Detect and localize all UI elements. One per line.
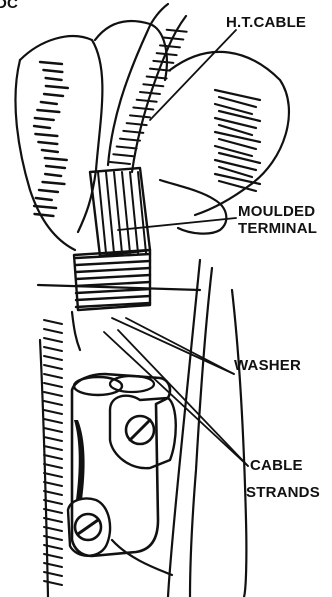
body-hatch-line xyxy=(44,482,62,486)
hand-hatch-line xyxy=(38,142,57,144)
hand-hatch-line xyxy=(45,158,67,160)
upper-screw xyxy=(126,416,154,444)
leader-washer-2 xyxy=(126,318,234,374)
cable-hatch-line xyxy=(140,92,160,94)
leader-lines xyxy=(104,30,248,466)
hand-hatch-line xyxy=(35,118,54,120)
thread-line xyxy=(76,261,150,265)
hand-hatch-line xyxy=(35,134,57,136)
cable-hatch-line xyxy=(153,61,173,63)
hand-hatch-line xyxy=(42,150,58,152)
hand-illustration xyxy=(15,21,166,250)
hand-hatch-line xyxy=(42,182,64,184)
body-hatch-line xyxy=(44,464,62,468)
label-ht-cable: H.T.CABLE xyxy=(226,14,306,31)
body-hatch-line xyxy=(44,338,62,342)
body-hatch-line xyxy=(44,446,62,450)
leader-cable-strands-1 xyxy=(104,332,248,466)
hand-hatch-line xyxy=(44,94,63,96)
cable-hatch-line xyxy=(147,76,167,78)
hand-hatch-line xyxy=(34,214,53,216)
cable-hatch-line xyxy=(137,100,157,102)
hand-hatch-line xyxy=(37,110,59,112)
body-hatch-line xyxy=(44,392,62,396)
body-hatch-line xyxy=(44,365,62,369)
label-moulded-terminal-line1: MOULDED xyxy=(238,203,315,220)
hand-hatch-line xyxy=(46,78,62,80)
hand-hatch-line xyxy=(36,198,52,200)
body-hatch-line xyxy=(44,428,62,432)
body-hatch-line xyxy=(44,437,62,441)
cable-hatch-line xyxy=(143,84,163,86)
threaded-section xyxy=(74,250,150,310)
ht-cable xyxy=(108,4,187,172)
label-cable-strands-line1: CABLE xyxy=(250,457,303,474)
thread-line xyxy=(76,296,150,300)
cable-hatch-line xyxy=(160,45,180,47)
corner-fragment-text: DC xyxy=(0,0,18,12)
terminal-clamp xyxy=(68,374,176,575)
hand-hatch-line xyxy=(40,62,62,64)
terminal-rib-line xyxy=(114,172,122,253)
thread-line xyxy=(76,282,150,286)
moulded-terminal xyxy=(90,168,150,256)
distributor-body xyxy=(40,312,80,597)
hand-hatch-line xyxy=(43,70,62,72)
thread-line xyxy=(76,268,150,272)
label-washer: WASHER xyxy=(234,357,301,374)
leader-washer-1 xyxy=(112,318,234,374)
cable-hatch-line xyxy=(130,115,150,117)
body-hatch-line xyxy=(44,320,62,324)
lower-screw xyxy=(75,514,101,540)
body-hatch-line xyxy=(44,491,62,495)
label-cable-strands-line2: STRANDS xyxy=(246,484,320,501)
cable-hatch-line xyxy=(117,146,137,148)
label-moulded-terminal-line2: TERMINAL xyxy=(238,220,317,237)
cable-hatch-line xyxy=(133,108,153,110)
hand-hatch-line xyxy=(39,190,58,192)
hand-hatch-line xyxy=(41,102,57,104)
body-hatch-line xyxy=(44,374,62,378)
terminal-rib-line xyxy=(130,172,138,253)
body-hatch-line xyxy=(44,410,62,414)
cable-hatch-line xyxy=(127,123,147,125)
body-hatch-line xyxy=(44,455,62,459)
terminal-rib-line xyxy=(106,172,114,253)
hand-hatch-line xyxy=(46,166,65,168)
cable-hatch-line xyxy=(113,154,133,156)
cable-hatch-line xyxy=(167,30,187,32)
body-hatch-line xyxy=(44,356,62,360)
thread-line xyxy=(76,275,150,279)
thread-line xyxy=(76,289,150,293)
hand-hatch-line xyxy=(46,86,68,88)
terminal-rib-line xyxy=(122,172,130,253)
hand-hatch-line xyxy=(34,126,50,128)
hand-hatch-line xyxy=(45,174,61,176)
cable-hatch-line xyxy=(110,162,130,164)
body-hatch-line xyxy=(44,473,62,477)
body-hatch-line xyxy=(44,401,62,405)
cable-hatch-line xyxy=(157,53,177,55)
body-hatch-line xyxy=(44,419,62,423)
body-hatch-line xyxy=(44,383,62,387)
body-hatch-line xyxy=(44,329,62,333)
cable-hatch-line xyxy=(163,38,183,40)
body-hatch-line xyxy=(44,347,62,351)
